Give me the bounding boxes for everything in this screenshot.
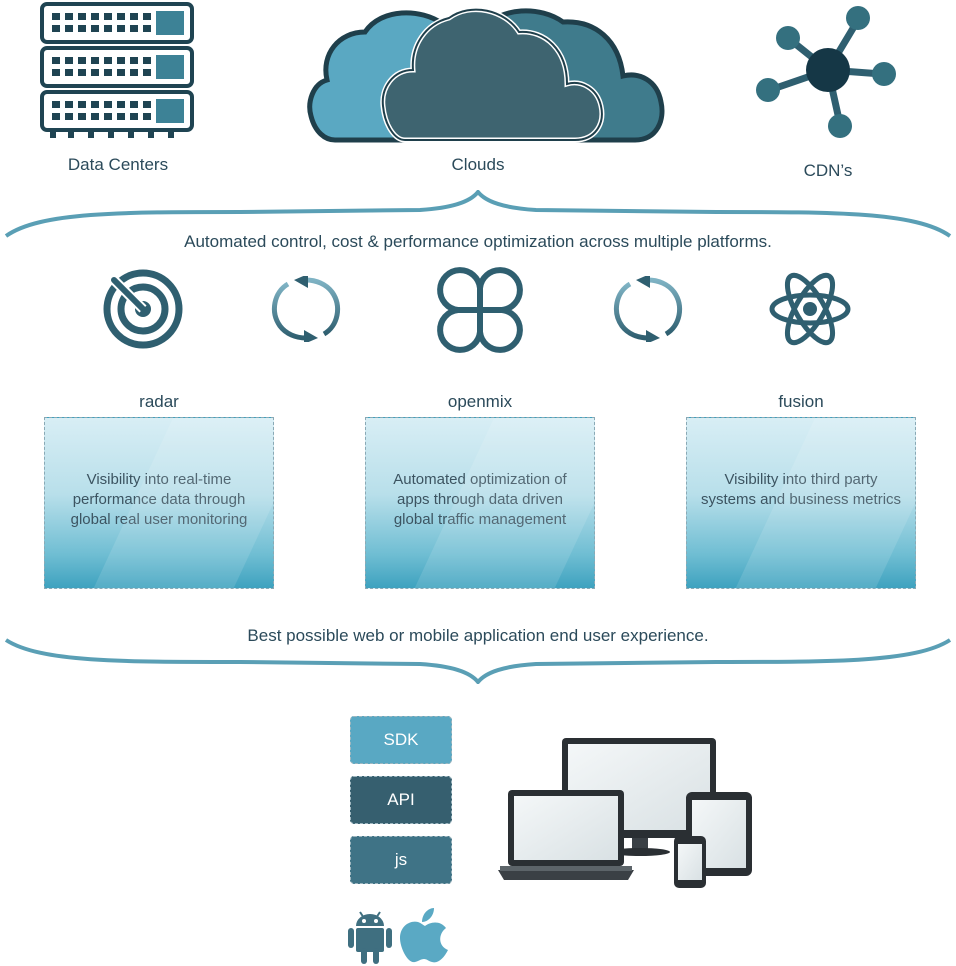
api-pill: API xyxy=(350,776,452,824)
sdk-pill: SDK xyxy=(350,716,452,764)
cdns-label: CDN’s xyxy=(803,161,853,180)
sync-arrows-icon xyxy=(271,276,341,342)
openmix-card: Automated optimization of apps through d… xyxy=(365,417,595,589)
radar-icon xyxy=(103,269,183,349)
top-caption: Automated control, cost & performance op… xyxy=(184,232,772,251)
data-centers-label: Data Centers xyxy=(67,155,169,174)
radar-card: Visibility into real-time performance da… xyxy=(44,417,274,589)
radar-title: radar xyxy=(139,392,179,411)
apple-icon xyxy=(400,908,448,963)
fusion-card: Visibility into third party systems and … xyxy=(686,417,916,589)
top-brace xyxy=(4,190,952,238)
fusion-title: fusion xyxy=(778,392,824,411)
atom-icon xyxy=(769,272,851,346)
js-pill: js xyxy=(350,836,452,884)
sync-arrows-icon xyxy=(613,276,683,342)
android-icon xyxy=(348,911,392,964)
bottom-caption: Best possible web or mobile application … xyxy=(247,626,709,645)
clouds-label: Clouds xyxy=(451,155,505,174)
openmix-title: openmix xyxy=(447,392,513,411)
fusion-description: Visibility into third party systems and … xyxy=(700,471,902,508)
cloud-icon xyxy=(307,7,665,143)
openmix-description: Automated optimization of apps through d… xyxy=(393,471,567,528)
server-rack-icon xyxy=(40,2,194,138)
clover-icon xyxy=(437,267,523,353)
devices-icon xyxy=(498,738,752,888)
radar-description: Visibility into real-time performance da… xyxy=(70,471,248,528)
network-hub-icon xyxy=(756,6,896,138)
bottom-brace xyxy=(4,638,952,684)
